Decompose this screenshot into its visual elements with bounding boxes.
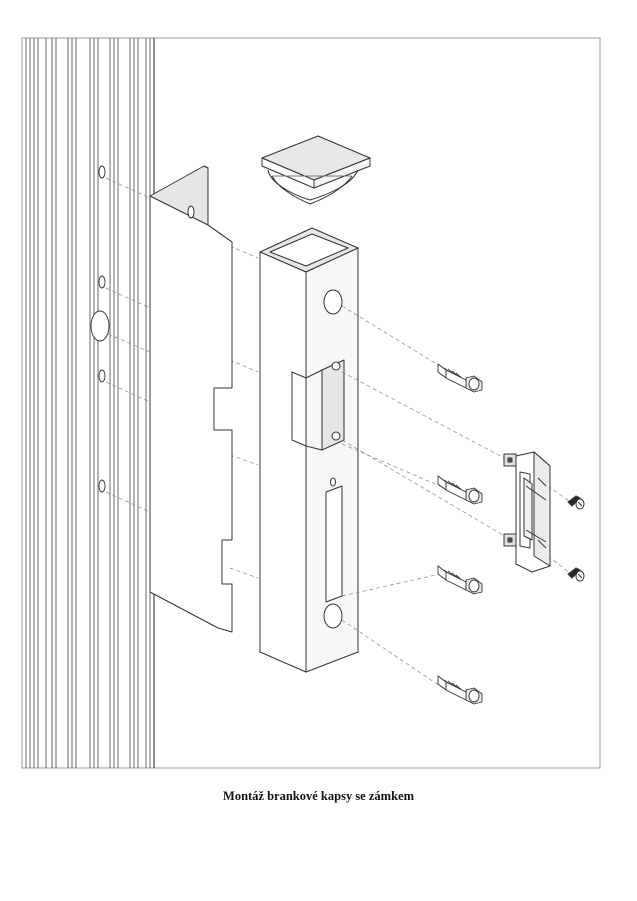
post-profile [25, 38, 155, 768]
self-drilling-screw-4 [437, 675, 483, 705]
self-drilling-screw-3 [437, 565, 483, 595]
self-drilling-screw-2 [437, 475, 483, 505]
machine-screw-1 [567, 495, 585, 510]
figure-caption: Montáž brankové kapsy se zámkem [223, 789, 414, 803]
frame-border [21, 37, 601, 769]
guide-lines-left [105, 177, 259, 579]
mounting-plate [149, 165, 233, 633]
profile-holes [90, 165, 110, 493]
square-post [259, 227, 359, 673]
end-cap [261, 135, 371, 205]
machine-screw-2 [567, 567, 585, 582]
lock-strike-plate [503, 451, 551, 573]
self-drilling-screw-1 [437, 363, 483, 393]
